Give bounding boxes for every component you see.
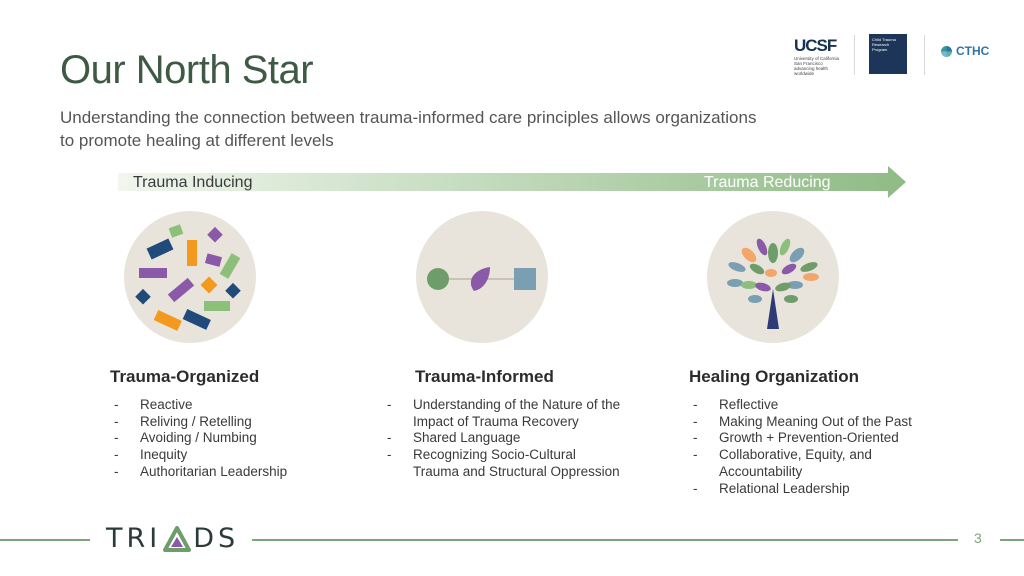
scattered-shapes-icon: [135, 224, 241, 331]
ucsf-tagline: advancing health worldwide: [794, 66, 829, 76]
triads-text-right: DS: [193, 523, 240, 554]
slide-title: Our North Star: [60, 48, 314, 92]
cthc-logo: CTHC: [941, 44, 989, 58]
list-item: Reliving / Retelling: [114, 414, 354, 431]
list-item: Reactive: [114, 397, 354, 414]
page-number: 3: [974, 530, 982, 546]
logo-divider: [854, 35, 855, 75]
list-trauma-informed: Understanding of the Nature of the Impac…: [387, 397, 657, 481]
ucsf-mark: UCSF: [794, 36, 837, 55]
heading-trauma-informed: Trauma-Informed: [415, 367, 554, 386]
list-item: Avoiding / Numbing: [114, 430, 354, 447]
triangle-icon: [163, 525, 192, 552]
list-item: Making Meaning Out of the Past: [693, 414, 953, 431]
healing-organization-illustration: [707, 211, 839, 343]
list-item-continued: Trauma and Structural Oppression: [413, 463, 620, 479]
slide-subtitle: Understanding the connection between tra…: [60, 108, 757, 150]
heading-healing-organization: Healing Organization: [689, 367, 860, 386]
list-item: Reflective: [693, 397, 953, 414]
triads-text-left: TRI: [106, 523, 162, 554]
ucsf-text: University of California San Francisco: [794, 56, 840, 66]
footer-rule-left: [0, 539, 90, 541]
list-item: Relational Leadership: [693, 481, 953, 498]
list-item-continued: Accountability: [719, 463, 803, 479]
footer-rule-end: [1000, 539, 1024, 541]
list-item: Authoritarian Leadership: [114, 464, 354, 481]
list-item: Recognizing Socio-Cultural: [387, 447, 657, 464]
trauma-informed-illustration: [416, 211, 548, 343]
connected-shapes-icon: [427, 267, 536, 291]
cthp-text: Child Trauma Research Program: [872, 37, 896, 52]
logo-divider: [924, 35, 925, 75]
list-item: Understanding of the Nature of the: [387, 397, 657, 414]
triads-logo: TRI DS: [106, 523, 239, 554]
cthc-text: CTHC: [956, 44, 990, 58]
heading-trauma-organized: Trauma-Organized: [110, 367, 260, 386]
list-item: Inequity: [114, 447, 354, 464]
list-item-continued: Impact of Trauma Recovery: [413, 413, 579, 429]
trauma-organized-illustration: [124, 211, 256, 343]
list-trauma-organized: Reactive Reliving / Retelling Avoiding /…: [114, 397, 354, 481]
list-item: Collaborative, Equity, and: [693, 447, 953, 464]
tree-icon: [727, 238, 819, 329]
list-item: Shared Language: [387, 430, 657, 447]
trauma-spectrum-arrow: [118, 166, 906, 198]
footer-rule-right: [252, 539, 958, 541]
list-healing-organization: Reflective Making Meaning Out of the Pas…: [693, 397, 953, 497]
cthc-icon: [941, 45, 952, 57]
arrow-label-trauma-reducing: Trauma Reducing: [704, 174, 831, 191]
arrow-label-trauma-inducing: Trauma Inducing: [133, 174, 253, 191]
list-item: Growth + Prevention-Oriented: [693, 430, 953, 447]
cthp-logo: Child Trauma Research Program: [869, 34, 907, 74]
ucsf-logo: UCSF University of California San Franci…: [794, 36, 844, 76]
